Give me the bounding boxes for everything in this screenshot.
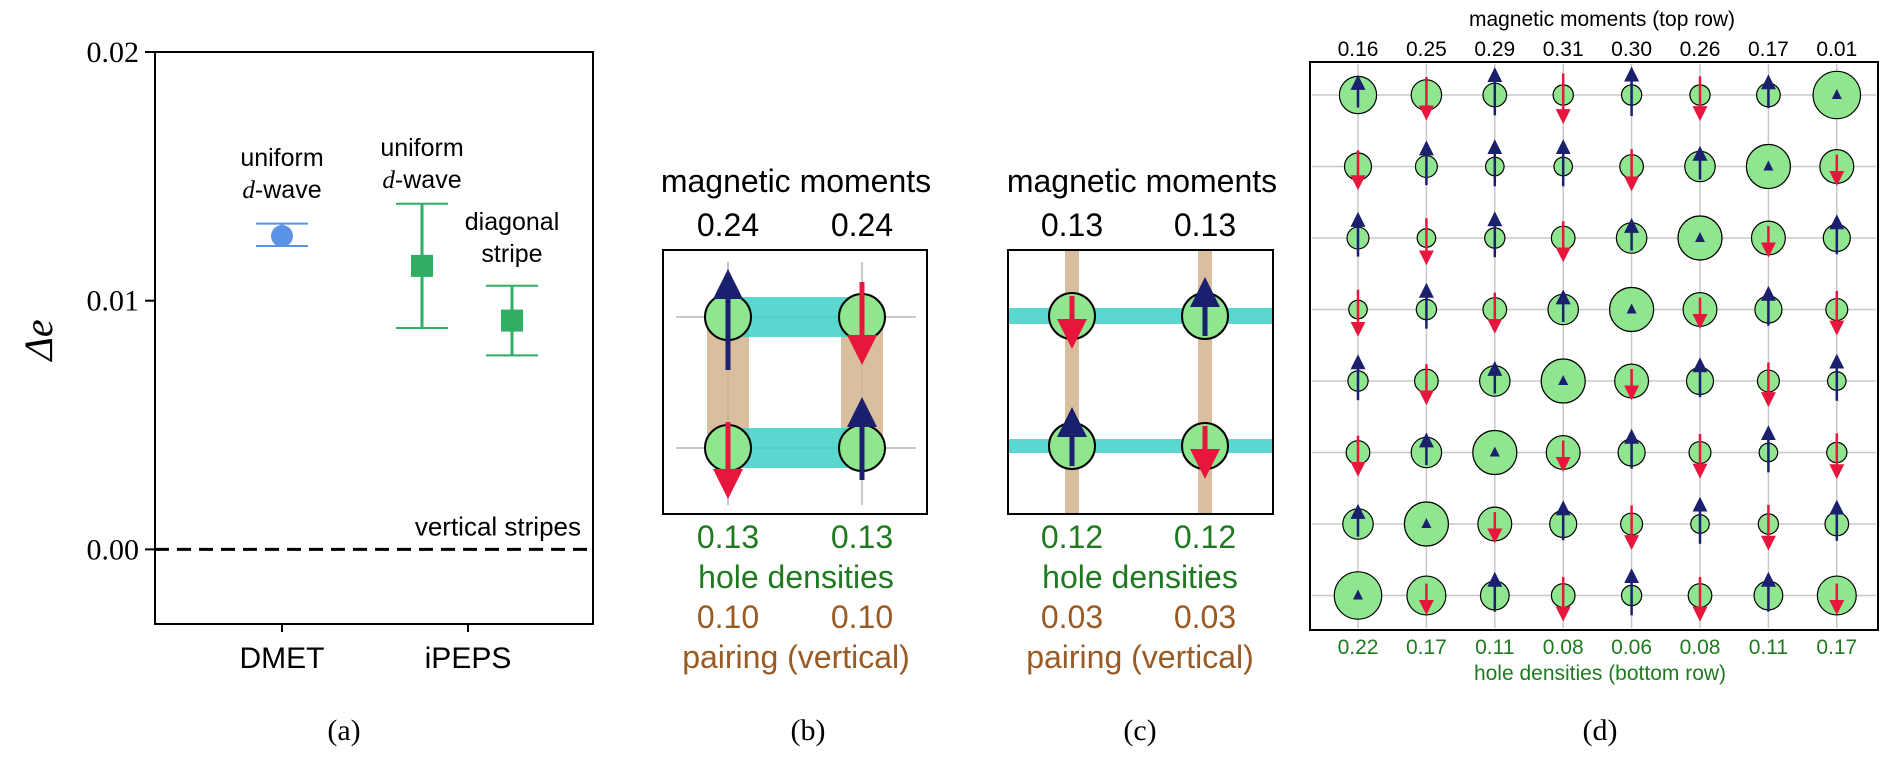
series-label: d-wave <box>242 176 321 204</box>
spin-up-arrow <box>1695 232 1705 242</box>
bottom-hole-value: 0.11 <box>1475 636 1514 659</box>
spin-up-arrow <box>1763 160 1774 171</box>
bottom-hole-value: 0.11 <box>1749 636 1788 659</box>
pair-b-right: 0.10 <box>831 599 893 635</box>
top-moment-value: 0.29 <box>1474 38 1515 61</box>
top-moment-value: 0.25 <box>1406 38 1447 61</box>
tan-bond <box>1198 251 1212 513</box>
pairs-label-b: pairing (vertical) <box>682 639 910 675</box>
spin-up-arrow <box>1831 89 1842 99</box>
series-label: diagonal <box>465 208 560 236</box>
series-label: stripe <box>481 240 542 268</box>
spin-up-arrow <box>1353 589 1363 600</box>
moment-b-right: 0.24 <box>831 207 893 243</box>
lattice-d-frame <box>1309 61 1879 631</box>
data-point <box>411 254 433 277</box>
spin-up-arrow <box>1558 375 1569 385</box>
top-moment-value: 0.01 <box>1816 38 1857 61</box>
caption-d: (d) <box>1583 714 1618 747</box>
tan-bond <box>1065 251 1079 513</box>
y-tick-label: 0.01 <box>87 285 140 318</box>
x-tick-dmet: DMET <box>240 642 325 675</box>
series-label: uniform <box>380 134 463 162</box>
x-tick-ipeps: iPEPS <box>425 642 512 675</box>
plot-frame <box>154 51 594 625</box>
top-moment-value: 0.17 <box>1748 38 1789 61</box>
hole-c-right: 0.12 <box>1174 519 1236 555</box>
y-axis: 0.00 0.01 0.02 <box>87 36 469 632</box>
caption-c: (c) <box>1123 714 1156 747</box>
lattice-b <box>662 249 928 515</box>
bottom-row-holes: 0.22 0.17 0.11 0.08 0.06 0.08 0.11 0.17 <box>1338 636 1858 659</box>
top-row-moments: 0.16 0.25 0.29 0.31 0.30 0.26 0.17 0.01 <box>1338 38 1858 61</box>
data-point <box>271 225 293 248</box>
bottom-hole-value: 0.17 <box>1406 636 1447 659</box>
panel-a: 0.00 0.01 0.02 Δe vertical stripes uniform… <box>16 36 594 747</box>
holes-label-c: hole densities <box>1042 559 1238 595</box>
data-point <box>501 309 523 332</box>
lattice-c <box>1007 249 1274 515</box>
caption-b: (b) <box>791 714 826 747</box>
hole-b-right: 0.13 <box>831 519 893 555</box>
panel-b: magnetic moments 0.24 0.24 0.13 <box>661 163 931 747</box>
series-label: d-wave <box>382 166 461 194</box>
moment-c-right: 0.13 <box>1174 207 1236 243</box>
bottom-hole-value: 0.08 <box>1543 636 1584 659</box>
top-moment-value: 0.30 <box>1611 38 1652 61</box>
hole-c-left: 0.12 <box>1041 519 1103 555</box>
bottom-hole-value: 0.22 <box>1338 636 1379 659</box>
top-moment-value: 0.26 <box>1680 38 1721 61</box>
top-moment-value: 0.31 <box>1543 38 1584 61</box>
y-tick-label: 0.02 <box>87 36 140 69</box>
caption-a: (a) <box>327 714 360 747</box>
y-axis-label: Δe <box>16 319 61 362</box>
bottom-hole-value: 0.08 <box>1680 636 1721 659</box>
series-label: uniform <box>240 144 323 172</box>
title-c: magnetic moments <box>1007 163 1277 199</box>
bottom-title-d: hole densities (bottom row) <box>1474 662 1726 685</box>
holes-label-b: hole densities <box>698 559 894 595</box>
moment-b-left: 0.24 <box>697 207 759 243</box>
lattice-d <box>1312 64 1876 628</box>
bottom-hole-value: 0.06 <box>1611 636 1652 659</box>
panel-c: magnetic moments 0.13 0.13 0.12 0.12 hol… <box>1007 163 1277 747</box>
title-b: magnetic moments <box>661 163 931 199</box>
pairs-label-c: pairing (vertical) <box>1026 639 1254 675</box>
pair-c-right: 0.03 <box>1174 599 1236 635</box>
spin-up-arrow <box>1421 518 1432 528</box>
spin-up-arrow <box>1626 303 1637 314</box>
bottom-hole-value: 0.17 <box>1816 636 1857 659</box>
spin-up-arrow <box>1489 446 1500 457</box>
reference-label: vertical stripes <box>415 511 581 541</box>
top-moment-value: 0.16 <box>1338 38 1379 61</box>
y-tick-label: 0.00 <box>87 533 140 566</box>
hole-b-left: 0.13 <box>697 519 759 555</box>
top-title-d: magnetic moments (top row) <box>1469 8 1735 31</box>
pair-c-left: 0.03 <box>1041 599 1103 635</box>
pair-b-left: 0.10 <box>697 599 759 635</box>
moment-c-left: 0.13 <box>1041 207 1103 243</box>
